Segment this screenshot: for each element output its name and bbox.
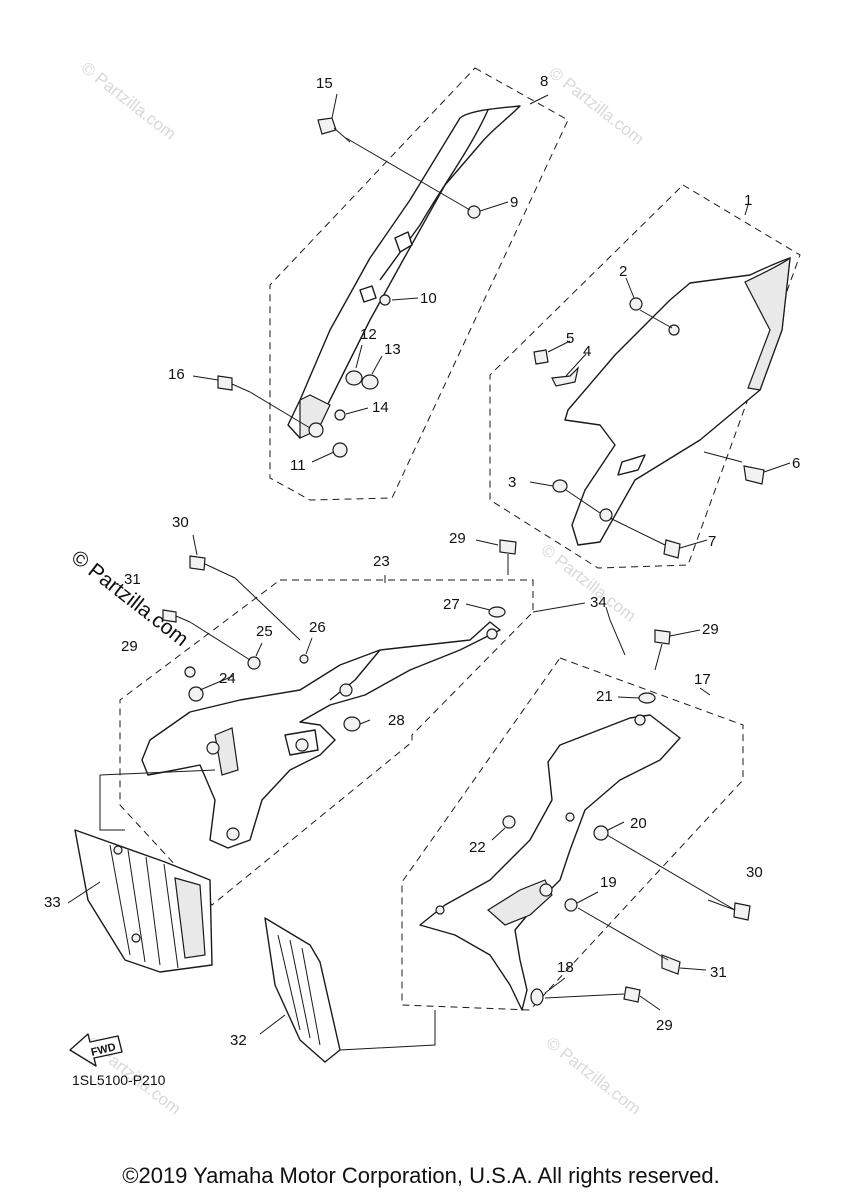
callout-29a: 29 bbox=[449, 530, 466, 547]
callout-28: 28 bbox=[388, 712, 405, 729]
callout-31a: 31 bbox=[124, 571, 141, 588]
group-outline-1 bbox=[489, 184, 801, 569]
callout-24: 24 bbox=[219, 670, 236, 687]
callout-29c: 29 bbox=[702, 621, 719, 638]
callout-30b: 30 bbox=[746, 864, 763, 881]
callout-29b: 29 bbox=[121, 638, 138, 655]
callout-8: 8 bbox=[540, 73, 548, 90]
hardware bbox=[162, 117, 765, 1006]
leader-lines bbox=[67, 93, 791, 1051]
callout-20: 20 bbox=[630, 815, 647, 832]
group-outline-8 bbox=[269, 67, 569, 501]
callout-26: 26 bbox=[309, 619, 326, 636]
callout-1: 1 bbox=[744, 192, 752, 209]
callout-25: 25 bbox=[256, 623, 273, 640]
callout-12: 12 bbox=[360, 326, 377, 343]
fwd-label: FWD bbox=[90, 1041, 117, 1059]
callout-34: 34 bbox=[590, 594, 607, 611]
part-23-bracket bbox=[141, 621, 501, 849]
callouts: 1 2 3 4 5 6 7 8 9 10 11 12 13 14 15 16 1… bbox=[44, 73, 800, 1049]
callout-13: 13 bbox=[384, 341, 401, 358]
part-8-upper-shroud bbox=[287, 105, 521, 439]
diagram-code: 1SL5100-P210 bbox=[72, 1072, 166, 1088]
callout-30a: 30 bbox=[172, 514, 189, 531]
callout-17: 17 bbox=[694, 671, 711, 688]
callout-32: 32 bbox=[230, 1032, 247, 1049]
callout-3: 3 bbox=[508, 474, 516, 491]
part-17-lower-shroud bbox=[419, 714, 681, 1011]
callout-11: 11 bbox=[290, 457, 306, 474]
callout-9: 9 bbox=[510, 194, 518, 211]
callout-21: 21 bbox=[596, 688, 613, 705]
callout-15: 15 bbox=[316, 75, 333, 92]
callout-2: 2 bbox=[619, 263, 627, 280]
callout-31b: 31 bbox=[710, 964, 727, 981]
fwd-arrow-icon: FWD bbox=[69, 1033, 123, 1067]
watermark-1: © Partzilla.com bbox=[78, 58, 180, 144]
part-1-side-cover bbox=[564, 256, 791, 546]
part-33-left-grille bbox=[74, 829, 213, 973]
callout-27: 27 bbox=[443, 596, 460, 613]
callout-16: 16 bbox=[168, 366, 185, 383]
callout-18: 18 bbox=[557, 959, 574, 976]
callout-7: 7 bbox=[708, 533, 716, 550]
callout-22: 22 bbox=[469, 839, 486, 856]
callout-23: 23 bbox=[373, 553, 390, 570]
copyright-notice: ©2019 Yamaha Motor Corporation, U.S.A. A… bbox=[122, 1163, 719, 1188]
callout-6: 6 bbox=[792, 455, 800, 472]
watermark-5: © Partzilla.com bbox=[543, 1033, 645, 1119]
group-outline-23 bbox=[119, 579, 534, 906]
callout-10: 10 bbox=[420, 290, 437, 307]
callout-14: 14 bbox=[372, 399, 389, 416]
part-32-right-grille bbox=[264, 917, 341, 1063]
callout-29d: 29 bbox=[656, 1017, 673, 1034]
callout-4: 4 bbox=[583, 343, 591, 360]
watermark-3: © Partzilla.com bbox=[538, 540, 640, 626]
watermark-dark: © Partzilla.com bbox=[67, 546, 193, 651]
callout-33: 33 bbox=[44, 894, 61, 911]
callout-19: 19 bbox=[600, 874, 617, 891]
group-outline-17 bbox=[401, 657, 744, 1011]
callout-5: 5 bbox=[566, 330, 574, 347]
